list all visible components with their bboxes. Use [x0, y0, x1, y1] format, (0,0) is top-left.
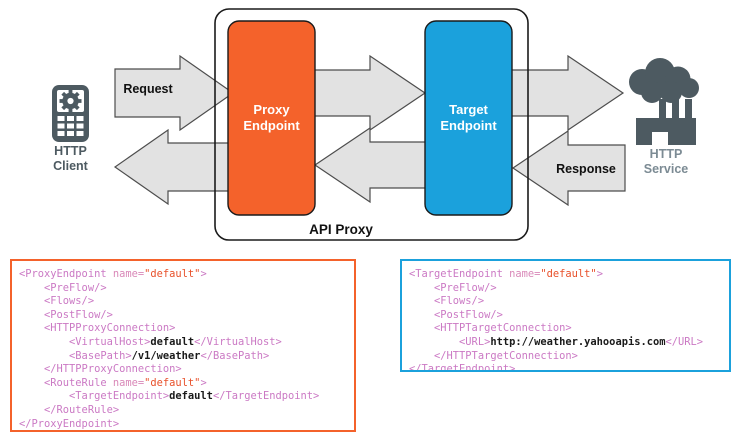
code-line: <Flows/> [409, 295, 729, 309]
code-token-txt: http://weather.yahooapis.com [490, 335, 666, 348]
code-line: <TargetEndpoint>default</TargetEndpoint> [19, 390, 354, 404]
code-token-tag: <PostFlow/> [19, 308, 113, 321]
code-token-val: "default" [144, 376, 201, 389]
code-token-tag: <BasePath> [19, 349, 132, 362]
code-token-attr: name= [112, 376, 145, 389]
code-token-tag: <URL> [409, 335, 491, 348]
code-token-tag: > [200, 268, 207, 280]
arrow-target-to-proxy [313, 126, 429, 204]
code-line: <PreFlow/> [409, 282, 729, 296]
code-token-txt: default [150, 335, 195, 348]
service-label-line2: Service [644, 162, 689, 176]
code-line: <URL>http://weather.yahooapis.com</URL> [409, 336, 729, 350]
proxy-endpoint-box[interactable] [227, 20, 316, 216]
code-token-tag: </URL> [665, 335, 704, 348]
proxy-endpoint-label-line2: Endpoint [243, 118, 300, 133]
code-line: <TargetEndpoint name="default"> [409, 268, 729, 282]
code-token-tag: </VirtualHost> [194, 335, 282, 348]
code-line: <HTTPProxyConnection> [19, 322, 354, 336]
code-token-attr: name= [112, 268, 145, 280]
arrow-response-label: Response [556, 162, 616, 176]
code-line: </HTTPTargetConnection> [409, 350, 729, 364]
code-token-tag: <ProxyEndpoint [19, 268, 113, 280]
code-line: <VirtualHost>default</VirtualHost> [19, 336, 354, 350]
code-token-tag: </HTTPTargetConnection> [409, 349, 578, 362]
target-endpoint-box[interactable] [424, 20, 513, 216]
api-proxy-container-label: API Proxy [309, 222, 373, 237]
api-proxy-diagram: HTTP Client HTTP Servi [52, 8, 699, 241]
arrow-proxy-to-target [311, 54, 427, 132]
arrow-response [511, 129, 626, 207]
code-token-tag: <Flows/> [19, 295, 95, 308]
code-line: <ProxyEndpoint name="default"> [19, 268, 354, 282]
code-token-tag: </HTTPProxyConnection> [19, 363, 182, 376]
code-line: </RouteRule> [19, 404, 354, 418]
code-token-tag: <PreFlow/> [19, 281, 107, 294]
arrow-request [114, 54, 235, 132]
arrow-request-label: Request [123, 82, 173, 96]
code-line: <PreFlow/> [19, 282, 354, 296]
arrow-response-to-client [113, 128, 233, 206]
code-line: <BasePath>/v1/weather</BasePath> [19, 350, 354, 364]
code-token-attr: name= [509, 268, 541, 280]
code-line: <RouteRule name="default"> [19, 377, 354, 391]
code-token-tag: </TargetEndpoint> [212, 390, 320, 403]
code-token-tag: <TargetEndpoint [409, 268, 510, 280]
code-token-tag: </BasePath> [200, 349, 270, 362]
client-label-line2: Client [53, 159, 89, 173]
code-line: </HTTPProxyConnection> [19, 363, 354, 377]
factory-cloud-icon [629, 58, 699, 145]
code-token-tag: <HTTPTargetConnection> [409, 322, 572, 335]
client-label-line1: HTTP [54, 144, 87, 158]
code-token-tag: <PostFlow/> [409, 308, 503, 321]
code-token-tag: <VirtualHost> [19, 335, 151, 348]
service-label-line1: HTTP [650, 147, 683, 161]
proxy-endpoint-label-line1: Proxy [253, 102, 290, 117]
code-line: <Flows/> [19, 295, 354, 309]
target-endpoint-config-panel: <TargetEndpoint name="default"> <PreFlow… [400, 259, 731, 372]
code-token-tag: <Flows/> [409, 295, 485, 308]
code-token-tag: </ProxyEndpoint> [19, 417, 120, 430]
code-token-tag: <HTTPProxyConnection> [19, 322, 176, 335]
code-line: </TargetEndpoint> [409, 363, 729, 372]
target-endpoint-label-line2: Endpoint [440, 118, 497, 133]
code-token-tag: <PreFlow/> [409, 281, 497, 294]
code-token-val: "default" [144, 268, 201, 280]
code-token-tag: </TargetEndpoint> [409, 363, 516, 372]
code-token-txt: default [169, 390, 213, 403]
target-endpoint-label-line1: Target [449, 102, 488, 117]
code-token-val: "default" [540, 268, 597, 280]
arrow-target-to-service [509, 54, 625, 132]
proxy-endpoint-config-panel: <ProxyEndpoint name="default"> <PreFlow/… [10, 259, 356, 432]
code-token-tag: > [596, 268, 603, 280]
api-proxy-container [214, 8, 529, 241]
code-line: <HTTPTargetConnection> [409, 322, 729, 336]
code-token-tag: <TargetEndpoint> [19, 390, 170, 403]
code-token-tag: </RouteRule> [19, 403, 120, 416]
code-line: <PostFlow/> [409, 309, 729, 323]
mobile-phone-gear-icon [52, 85, 89, 142]
code-line: <PostFlow/> [19, 309, 354, 323]
code-token-tag: > [200, 376, 207, 389]
code-line: </ProxyEndpoint> [19, 417, 354, 430]
code-token-txt: /v1/weather [131, 349, 201, 362]
code-token-tag: <RouteRule [19, 376, 113, 389]
